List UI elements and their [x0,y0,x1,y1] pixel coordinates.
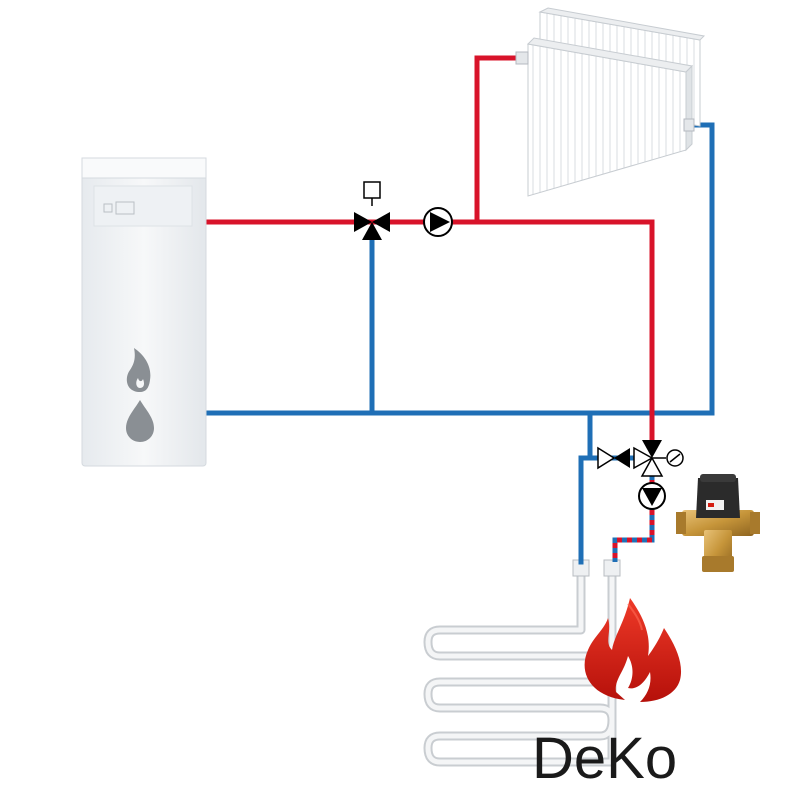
boiler [81,157,207,467]
flame-icon [126,348,151,392]
oil-drop-icon [126,400,154,442]
check-valve [597,446,630,470]
brand-logo: DeKo [532,598,682,791]
boiler-display-icon [103,201,135,215]
main-return-pipe [202,122,715,416]
main-supply-pipe [202,219,655,443]
radiator [515,7,706,197]
floor-return-pipe [578,410,593,565]
radiator-return-connector [683,118,695,132]
radiator-valve [515,51,529,65]
return-pipes [202,122,715,565]
brand-logo-text: DeKo [532,726,677,791]
valve-actuator-head [696,478,740,518]
flame-logo-icon [584,598,682,702]
circulation-pump-main [423,207,453,237]
thermostatic-mixing-valve [676,474,760,572]
valve-actuator-box [363,181,381,199]
three-way-valve-floor [633,440,684,477]
three-way-valve-main [354,181,390,240]
floor-heating-loops [423,559,621,767]
radiator-panel-front [526,37,694,197]
radiator-supply-pipe [474,55,525,225]
circulation-pump-floor [638,482,666,510]
